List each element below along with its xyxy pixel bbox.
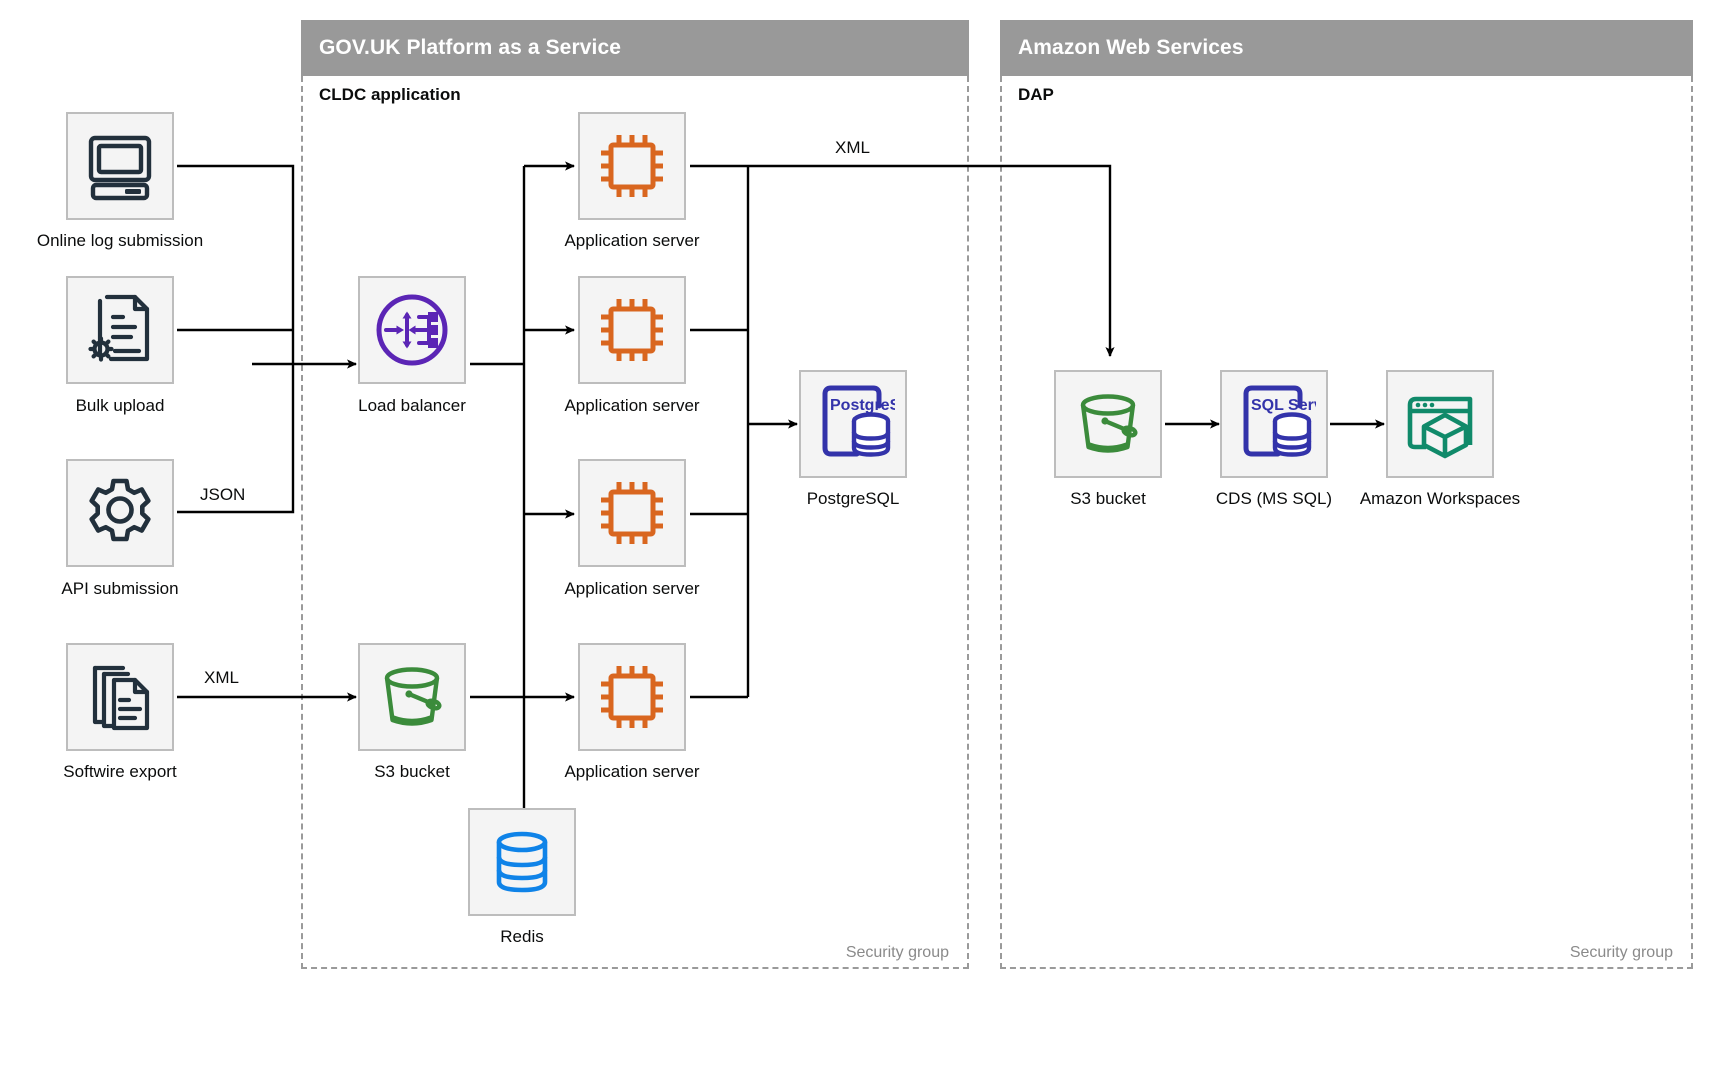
documents-stack-icon xyxy=(92,665,150,731)
node-label-online-log-submission: Online log submission xyxy=(36,231,204,250)
node-label-softwire-export: Softwire export xyxy=(63,762,177,781)
node-label-load-balancer: Load balancer xyxy=(358,396,466,415)
node-label-s3-bucket-paas: S3 bucket xyxy=(374,762,450,781)
cpu-chip-icon xyxy=(601,482,663,544)
cpu-chip-icon xyxy=(601,135,663,197)
node-s3-bucket-paas[interactable] xyxy=(358,643,466,751)
node-postgresql[interactable]: PostgreSQL xyxy=(799,370,907,478)
load-balancer-icon xyxy=(376,294,448,366)
database-cylinder-icon xyxy=(496,831,548,893)
node-label-redis: Redis xyxy=(500,927,544,946)
zone-body-paas xyxy=(301,76,969,969)
node-label-postgresql: PostgreSQL xyxy=(806,489,900,508)
node-app-server-2[interactable] xyxy=(578,276,686,384)
node-redis[interactable] xyxy=(468,808,576,916)
document-gear-icon xyxy=(88,294,150,362)
sql-server-icon: SQL Server xyxy=(1243,385,1316,457)
gear-icon xyxy=(89,478,151,542)
zone-header-aws: Amazon Web Services xyxy=(1000,20,1693,76)
cpu-chip-icon xyxy=(601,299,663,361)
workspaces-cube-icon xyxy=(1407,396,1473,459)
node-label-bulk-upload: Bulk upload xyxy=(75,396,165,415)
node-s3-bucket-aws[interactable] xyxy=(1054,370,1162,478)
node-cds-ms-sql[interactable]: SQL Server xyxy=(1220,370,1328,478)
zone-body-aws xyxy=(1000,76,1693,969)
cpu-chip-icon xyxy=(601,666,663,728)
sql-server-icon-text: SQL Server xyxy=(1251,397,1316,414)
bucket-icon xyxy=(1080,394,1138,453)
node-app-server-4[interactable] xyxy=(578,643,686,751)
zone-title-aws: Amazon Web Services xyxy=(1018,36,1244,59)
node-amazon-workspaces[interactable] xyxy=(1386,370,1494,478)
node-label-api-submission: API submission xyxy=(61,579,179,598)
postgresql-icon-text: PostgreSQL xyxy=(830,397,895,414)
zone-sublabel-dap: DAP xyxy=(1018,85,1054,104)
node-label-app-server-4: Application server xyxy=(564,762,700,781)
zone-title-paas: GOV.UK Platform as a Service xyxy=(319,36,621,59)
desktop-computer-icon xyxy=(88,135,152,201)
node-label-cds-ms-sql: CDS (MS SQL) xyxy=(1215,489,1333,508)
edge-label-xml-softwire: XML xyxy=(200,668,243,688)
node-softwire-export[interactable] xyxy=(66,643,174,751)
edge-label-xml-dap: XML xyxy=(831,138,874,158)
node-app-server-3[interactable] xyxy=(578,459,686,567)
node-load-balancer[interactable] xyxy=(358,276,466,384)
node-label-app-server-1: Application server xyxy=(564,231,700,250)
node-api-submission[interactable] xyxy=(66,459,174,567)
node-online-log-submission[interactable] xyxy=(66,112,174,220)
node-label-app-server-3: Application server xyxy=(564,579,700,598)
zone-footnote-aws: Security group xyxy=(1569,944,1673,961)
zone-header-paas: GOV.UK Platform as a Service xyxy=(301,20,969,76)
node-label-s3-bucket-aws: S3 bucket xyxy=(1070,489,1146,508)
node-label-amazon-workspaces: Amazon Workspaces xyxy=(1359,489,1521,508)
zone-footnote-paas: Security group xyxy=(845,944,949,961)
node-bulk-upload[interactable] xyxy=(66,276,174,384)
node-app-server-1[interactable] xyxy=(578,112,686,220)
zone-sublabel-cldc: CLDC application xyxy=(319,85,461,104)
postgresql-icon: PostgreSQL xyxy=(822,385,895,457)
edge-label-json: JSON xyxy=(196,485,250,505)
bucket-icon xyxy=(384,667,442,726)
node-label-app-server-2: Application server xyxy=(564,396,700,415)
